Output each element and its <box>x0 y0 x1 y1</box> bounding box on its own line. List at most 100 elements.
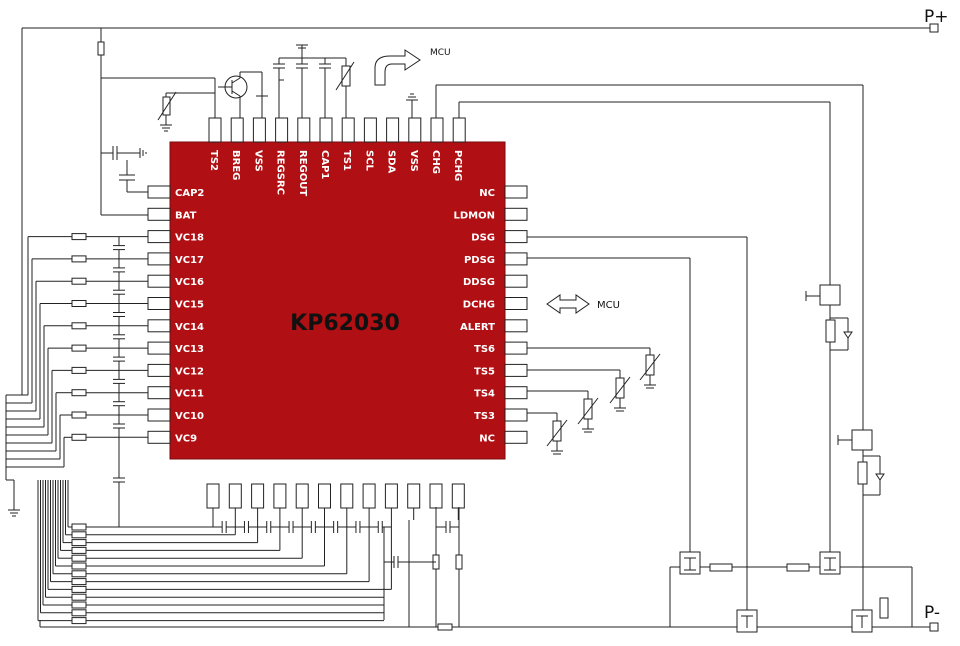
vss-ground <box>256 95 268 100</box>
pin-label-vc16: VC16 <box>175 277 204 288</box>
thermistor-icon <box>341 65 351 87</box>
pin-vc17 <box>147 252 171 266</box>
pin-label-vc1: VC1 <box>362 460 373 482</box>
resistor-icon <box>71 593 87 601</box>
chip-name: KP62030 <box>290 311 400 336</box>
mosfet-icon <box>851 429 873 451</box>
left-pins: CAP2BATVC18VC17VC16VC15VC14VC13VC12VC11V… <box>147 185 204 444</box>
pin-label-vc3: VC3 <box>318 460 329 482</box>
pin-pdsg <box>504 252 528 266</box>
diode-icon <box>843 331 853 339</box>
pin-label-ts3: TS3 <box>474 411 495 422</box>
thermistor-icon <box>645 354 655 376</box>
resistor-icon <box>71 585 87 593</box>
pin-scl <box>363 117 377 143</box>
resistor-icon <box>71 389 87 397</box>
pin-ts1 <box>341 117 355 143</box>
alert-mcu: MCU <box>546 294 620 314</box>
pin-vc13 <box>147 341 171 355</box>
pin-nc <box>407 483 421 509</box>
pin-label-nc: NC <box>407 460 418 476</box>
p-plus-label: P+ <box>924 7 949 27</box>
pin-label-vc17: VC17 <box>175 255 204 266</box>
pin-ddsg <box>504 274 528 288</box>
pin-label-vc15: VC15 <box>175 300 204 311</box>
pin-vc16 <box>147 274 171 288</box>
resistor-icon <box>71 570 87 578</box>
pin-vc14 <box>147 319 171 333</box>
pin-vc3 <box>318 483 331 509</box>
resistor-icon <box>455 554 463 570</box>
precharge-circuit-2 <box>837 429 885 496</box>
pin-label-vc12: VC12 <box>175 366 204 377</box>
pin-label-regsrc: REGSRC <box>275 150 286 195</box>
pin-dchg <box>504 297 528 310</box>
pin-cap1 <box>319 117 333 143</box>
pin-dsg <box>504 230 528 244</box>
mcu-arrow-icon <box>374 49 421 86</box>
discharge-fet <box>679 551 701 575</box>
mosfet-icon <box>819 284 841 306</box>
pin-vc2 <box>340 483 354 509</box>
pin-vc5 <box>273 483 287 509</box>
ts6-ts3-thermistors <box>527 347 661 455</box>
pin-label-cap2: CAP2 <box>175 188 204 199</box>
pin-vc4 <box>295 483 309 509</box>
pin-pchg <box>452 117 466 143</box>
pin-label-vc7: VC7 <box>228 460 239 482</box>
pin-label-vc4: VC4 <box>295 460 306 482</box>
dsg-pdsg-nets <box>527 236 748 610</box>
pin-srn <box>451 483 465 509</box>
mcu-top-label: MCU <box>430 48 451 58</box>
pin-label-pdsg: PDSG <box>464 255 495 266</box>
diode-icon <box>875 473 885 481</box>
precharge-circuit-1 <box>805 284 853 360</box>
current-sense-filter <box>384 507 463 627</box>
resistor-icon <box>71 562 87 570</box>
resistor-icon <box>71 617 87 625</box>
ts1-thermistor <box>325 57 355 118</box>
pin-label-dchg: DCHG <box>463 300 495 311</box>
pin-label-vss: VSS <box>408 150 419 172</box>
pin-label-vss: VSS <box>252 150 263 172</box>
pin-vc1 <box>362 483 376 509</box>
pin-label-vc6: VC6 <box>251 460 262 482</box>
pin-label-vc14: VC14 <box>175 322 204 333</box>
resistor-icon <box>71 546 87 554</box>
resistor-icon <box>709 563 733 572</box>
resistor-icon <box>71 578 87 586</box>
breg-transistor <box>218 71 263 118</box>
pack-negative-rail: P- <box>40 603 940 632</box>
pin-label-ts2: TS2 <box>208 150 219 171</box>
pin-label-vc0: VC0 <box>384 460 395 482</box>
discharge-fet-2 <box>736 609 758 633</box>
lower-cell-resistors <box>37 480 410 627</box>
pin-label-vc8: VC8 <box>206 460 217 482</box>
right-pins: NCLDMONDSGPDSGDDSGDCHGALERTTS6TS5TS4TS3N… <box>454 185 528 444</box>
pin-ts4 <box>504 386 528 400</box>
pin-label-dsg: DSG <box>471 233 495 244</box>
resistor-icon <box>71 366 87 374</box>
vss2-ground <box>406 93 418 118</box>
resistor-icon <box>71 233 87 241</box>
pin-label-alert: ALERT <box>460 322 495 333</box>
pin-regsrc <box>275 117 289 143</box>
pin-label-regout: REGOUT <box>297 150 308 196</box>
pin-nc <box>504 185 528 199</box>
resistor-icon <box>71 344 87 352</box>
pin-label-ts6: TS6 <box>474 344 495 355</box>
p-minus-terminal <box>929 622 939 632</box>
power-fets <box>669 285 913 633</box>
pin-label-vc5: VC5 <box>273 460 284 482</box>
resistor-icon <box>857 461 868 485</box>
resistor-icon <box>71 601 87 609</box>
resistor-icon <box>71 411 87 419</box>
thermistor-icon <box>583 398 593 420</box>
pin-label-scl: SCL <box>363 150 374 172</box>
pin-vss <box>252 117 266 143</box>
resistor-icon <box>879 597 889 619</box>
bidirectional-arrow-icon <box>546 294 590 314</box>
pin-vc9 <box>147 430 171 444</box>
